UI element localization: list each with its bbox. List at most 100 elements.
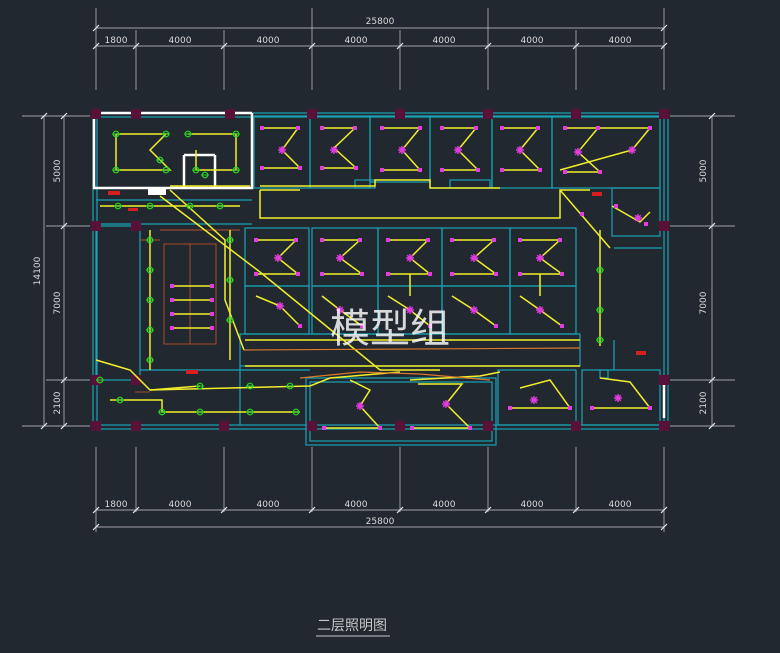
lamp-icon [192, 166, 200, 174]
socket-icon [450, 238, 454, 242]
socket-icon [320, 166, 324, 170]
lamp-icon [146, 356, 154, 364]
lamp-icon [246, 382, 254, 390]
top-segment-dimension: 4000 [433, 36, 456, 46]
electrical-panel [148, 187, 166, 195]
socket-icon [508, 406, 512, 410]
ceiling-light-icon [336, 306, 344, 314]
left-segment-dimension: 5000 [53, 159, 63, 182]
socket-icon [563, 126, 567, 130]
socket-icon [360, 272, 364, 276]
lamp-icon [116, 396, 124, 404]
socket-icon [563, 170, 567, 174]
socket-icon [380, 126, 384, 130]
left-dimension-texts: 14100 5000 7000 2100 [33, 159, 63, 414]
drawing-title: 二层照明图 [317, 618, 387, 634]
lamp-icon [96, 376, 104, 384]
socket-icon [378, 426, 382, 430]
left-dimension-lines [22, 115, 90, 427]
ceiling-light-icon [406, 306, 414, 314]
lamp-icon [226, 316, 234, 324]
right-dimension-lines [670, 115, 735, 427]
socket-icon [210, 326, 214, 330]
socket-icon [380, 168, 384, 172]
socket-icon [494, 324, 498, 328]
ceiling-light-icon [406, 254, 414, 262]
top-segment-dimension: 4000 [257, 36, 280, 46]
lamp-icon [226, 276, 234, 284]
ceiling-light-icon [614, 394, 622, 402]
socket-icon [644, 222, 648, 226]
ceiling-light-icon [356, 402, 364, 410]
structural-columns [91, 109, 669, 431]
socket-icon [474, 126, 478, 130]
light-fixtures [96, 126, 652, 430]
socket-icon [294, 238, 298, 242]
socket-icon [254, 272, 258, 276]
socket-icon [568, 406, 572, 410]
right-segment-dimension: 2100 [699, 391, 709, 414]
bottom-dimension-texts: 1800 4000 4000 4000 4000 4000 4000 25800 [105, 500, 632, 527]
right-dimension-texts: 5000 7000 2100 [699, 159, 709, 414]
ceiling-light-icon [634, 214, 642, 222]
socket-icon [386, 272, 390, 276]
bottom-segment-dimension: 4000 [257, 500, 280, 510]
top-dimension-lines [95, 8, 665, 90]
lamp-icon [112, 130, 120, 138]
lamp-icon [162, 166, 170, 174]
lamp-icon [112, 166, 120, 174]
lamp-icon [146, 296, 154, 304]
ceiling-light-icon [516, 146, 524, 154]
socket-icon [386, 238, 390, 242]
bottom-segment-dimension: 4000 [345, 500, 368, 510]
lamp-icon [184, 130, 192, 138]
bottom-dimension-lines [95, 447, 665, 532]
ceiling-light-icon [442, 400, 450, 408]
bottom-segment-dimension: 4000 [169, 500, 192, 510]
lamp-icon [216, 202, 224, 210]
lamp-icon [156, 156, 164, 164]
lamp-icon [226, 236, 234, 244]
ceiling-light-icon [530, 396, 538, 404]
lamp-icon [146, 202, 154, 210]
top-segment-dimension: 4000 [169, 36, 192, 46]
bottom-segment-dimension: 4000 [433, 500, 456, 510]
lamp-icon [596, 336, 604, 344]
right-segment-dimension: 5000 [699, 159, 709, 182]
left-segment-dimension: 2100 [53, 391, 63, 414]
left-total-dimension: 14100 [33, 256, 43, 285]
watermark: 模型组 [330, 306, 450, 352]
ceiling-light-icon [330, 146, 338, 154]
socket-icon [560, 272, 564, 276]
socket-icon [560, 324, 564, 328]
lamp-icon [196, 408, 204, 416]
panel-labels [108, 191, 646, 374]
socket-icon [353, 126, 357, 130]
socket-icon [210, 312, 214, 316]
socket-icon [428, 324, 432, 328]
socket-icon [440, 168, 444, 172]
socket-icon [354, 166, 358, 170]
orange-feeder-lines [243, 347, 581, 381]
lamp-icon [232, 166, 240, 174]
socket-icon [170, 298, 174, 302]
socket-icon [170, 284, 174, 288]
lamp-icon [232, 130, 240, 138]
top-segment-dimension: 1800 [105, 36, 128, 46]
socket-icon [580, 212, 584, 216]
socket-icon [320, 272, 324, 276]
socket-icon [468, 426, 472, 430]
lamp-icon [201, 171, 209, 179]
ceiling-light-icon [628, 146, 636, 154]
ceiling-light-icon [574, 148, 582, 156]
ceiling-light-icon [536, 306, 544, 314]
ceiling-light-icon [276, 302, 284, 310]
left-segment-dimension: 7000 [53, 291, 63, 314]
socket-icon [254, 238, 258, 242]
ceiling-light-icon [454, 146, 462, 154]
top-segment-dimension: 4000 [609, 36, 632, 46]
top-segment-dimension: 4000 [345, 36, 368, 46]
socket-icon [500, 126, 504, 130]
